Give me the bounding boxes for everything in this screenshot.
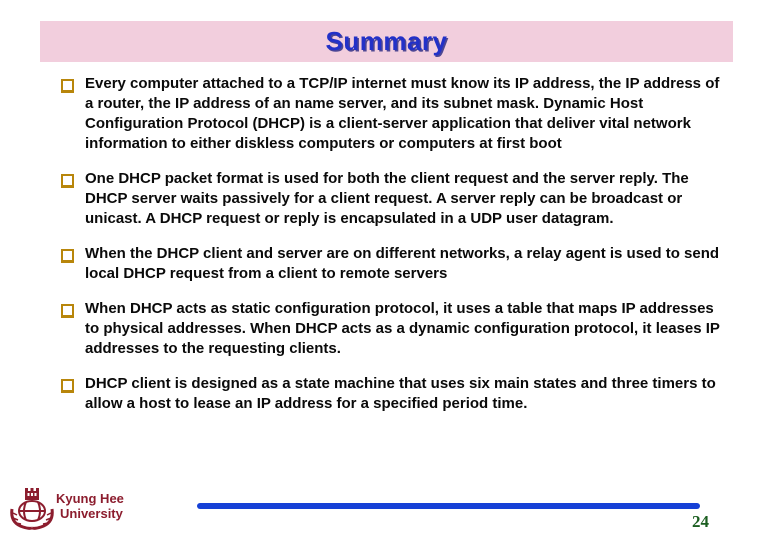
open-square-bullet-icon: [61, 249, 74, 263]
institution-name: Kyung Hee University: [56, 491, 124, 521]
list-item: When the DHCP client and server are on d…: [60, 244, 728, 284]
bullet-text: When DHCP acts as static configuration p…: [85, 300, 720, 357]
bullet-text: One DHCP packet format is used for both …: [85, 170, 689, 227]
list-item: Every computer attached to a TCP/IP inte…: [60, 74, 728, 154]
page-title: Summary: [325, 26, 448, 56]
institution-line1: Kyung Hee: [56, 491, 124, 506]
title-banner: Summary: [40, 21, 733, 62]
bullet-text: Every computer attached to a TCP/IP inte…: [85, 75, 720, 152]
bullet-text: When the DHCP client and server are on d…: [85, 245, 720, 282]
bullet-text: DHCP client is designed as a state machi…: [85, 375, 716, 412]
open-square-bullet-icon: [61, 79, 74, 93]
institution-line2: University: [60, 506, 123, 521]
list-item: DHCP client is designed as a state machi…: [60, 374, 728, 414]
open-square-bullet-icon: [61, 379, 74, 393]
open-square-bullet-icon: [61, 174, 74, 188]
kyung-hee-university-emblem-icon: [10, 488, 54, 530]
list-item: When DHCP acts as static configuration p…: [60, 299, 728, 359]
open-square-bullet-icon: [61, 304, 74, 318]
page-number: 24: [692, 512, 709, 531]
bullet-list: Every computer attached to a TCP/IP inte…: [60, 74, 728, 429]
list-item: One DHCP packet format is used for both …: [60, 169, 728, 229]
footer-divider-line: [197, 503, 700, 509]
